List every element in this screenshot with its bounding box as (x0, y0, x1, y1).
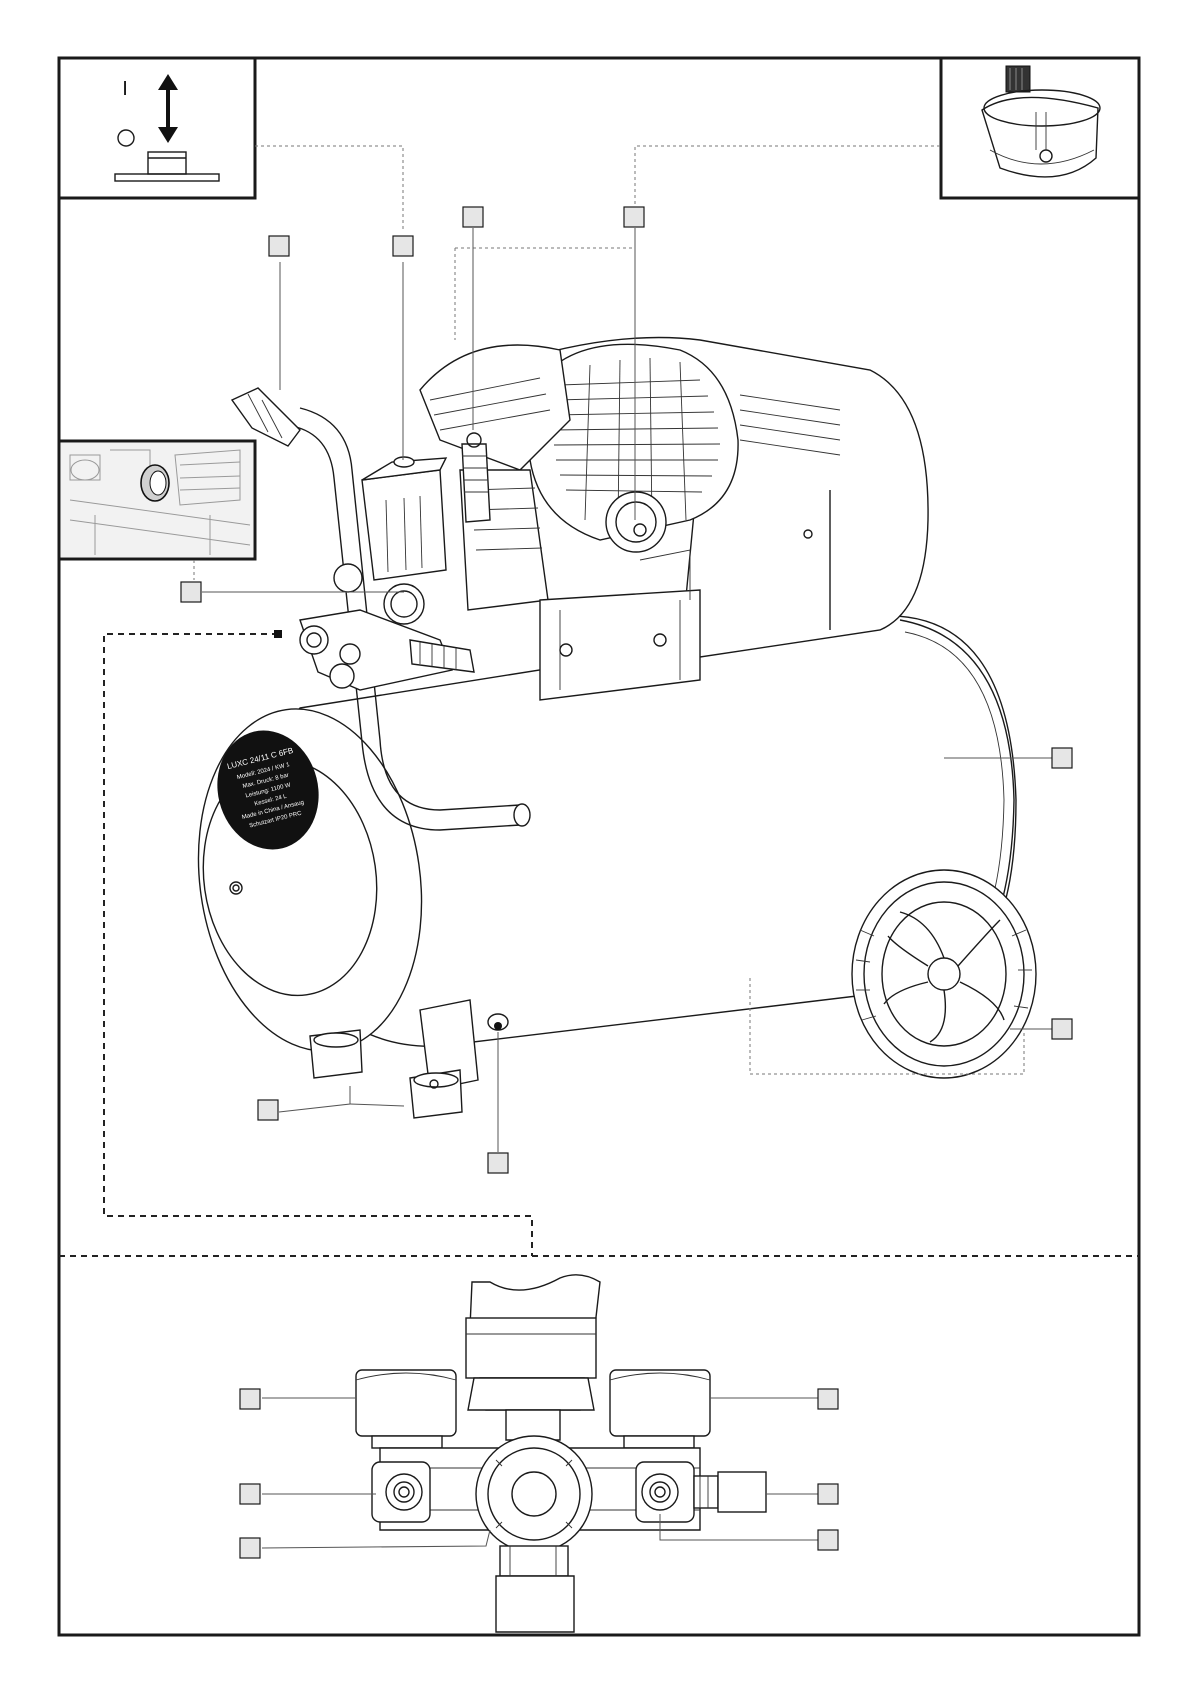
right-outlet (636, 1462, 766, 1522)
drain-valve-knob-icon (141, 465, 169, 501)
callout-box-13 (818, 1484, 838, 1504)
regulator-knob-icon (982, 66, 1100, 177)
switch-off-symbol (118, 130, 134, 146)
switch-inset: I (59, 58, 255, 198)
wheel (852, 870, 1036, 1078)
callout-box-9 (488, 1153, 508, 1173)
pump-base (540, 550, 700, 700)
callout-box-10 (240, 1389, 260, 1409)
callout-box-5 (181, 582, 201, 602)
callout-box-1 (269, 236, 289, 256)
switch-on-symbol: I (122, 78, 128, 100)
callout-box-7 (1052, 1019, 1072, 1039)
compressor-drawing: LUXC 24/11 C 6FB Modell: 2024 / KW 1 Max… (104, 146, 1052, 1256)
valve-detail-inset (59, 441, 255, 559)
double-arrow-icon (158, 74, 178, 143)
hose-coupler-icon (232, 388, 300, 446)
callout-box-14 (240, 1538, 260, 1558)
manifold-detail (262, 1275, 818, 1632)
callout-box-12 (240, 1484, 260, 1504)
left-gauge (356, 1370, 456, 1448)
callout-box-15 (818, 1530, 838, 1550)
switch-button-icon (115, 152, 219, 181)
left-outlet (372, 1462, 430, 1522)
callout-box-4 (624, 207, 644, 227)
callout-box-8 (258, 1100, 278, 1120)
pressure-switch (362, 457, 446, 580)
right-gauge (610, 1370, 710, 1448)
callout-box-11 (818, 1389, 838, 1409)
callout-box-6 (1052, 748, 1072, 768)
callout-box-2 (393, 236, 413, 256)
drain-valve (488, 1014, 508, 1030)
manifold (300, 564, 474, 690)
callout-box-3 (463, 207, 483, 227)
knob-inset (941, 58, 1139, 198)
